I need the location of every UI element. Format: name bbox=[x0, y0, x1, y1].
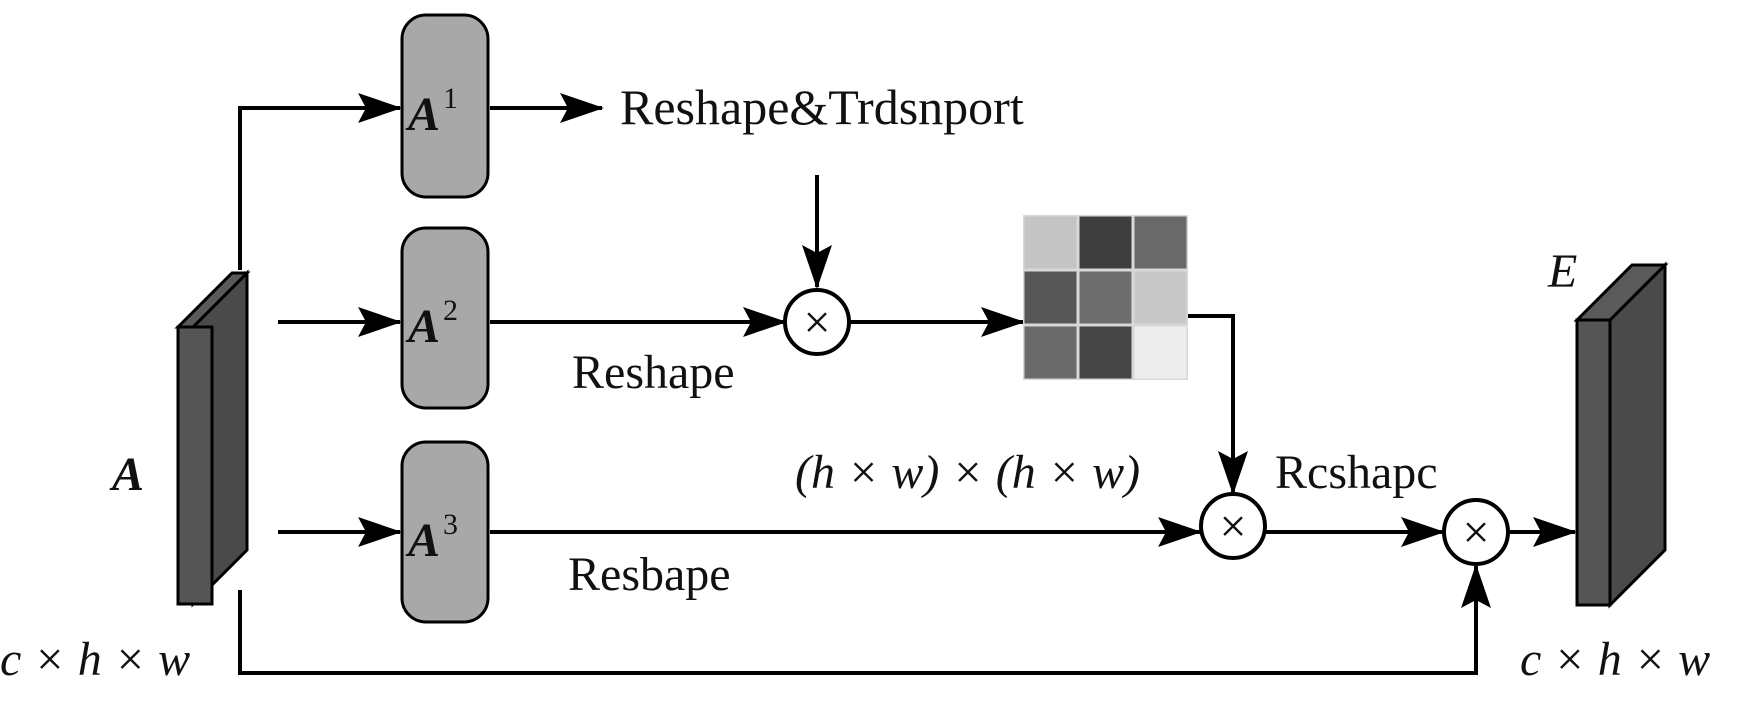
multiply-symbol-1: × bbox=[803, 296, 830, 349]
input-block-front bbox=[176, 325, 214, 606]
multiply-circle-3 bbox=[1442, 498, 1510, 566]
reshape-label-output: Rcshapc bbox=[1275, 446, 1438, 499]
branch-a2: A 2 bbox=[400, 226, 490, 410]
matrix-cell bbox=[1134, 271, 1187, 324]
multiply-symbol-2: × bbox=[1219, 500, 1246, 553]
branch-a3-box bbox=[400, 440, 490, 624]
attention-matrix bbox=[1023, 215, 1188, 380]
multiply-node-2: × bbox=[1199, 492, 1267, 560]
arrow-skip-connection bbox=[238, 564, 1491, 675]
multiply-circle-2 bbox=[1199, 492, 1267, 560]
branch-a1-sup: 1 bbox=[443, 82, 458, 115]
output-block-front bbox=[1575, 318, 1612, 607]
reshape-transport-label: Reshape&Trdsnport bbox=[620, 79, 1024, 135]
multiply-circle-1 bbox=[783, 288, 851, 356]
matrix-cell bbox=[1134, 216, 1187, 269]
branch-a1-box bbox=[400, 13, 490, 199]
branch-a3-base: A bbox=[405, 514, 440, 567]
multiply-symbol-3: × bbox=[1462, 506, 1489, 559]
reshape-label-a3: Resbape bbox=[568, 548, 731, 601]
arrow-a-to-a1 bbox=[238, 93, 402, 270]
matrix-cell bbox=[1024, 326, 1077, 379]
multiply-node-1: × bbox=[783, 288, 851, 356]
matrix-cell bbox=[1079, 326, 1132, 379]
branch-a1: A 1 bbox=[400, 13, 490, 199]
branch-a2-box bbox=[400, 226, 490, 410]
input-dims-label: c × h × w bbox=[0, 633, 190, 686]
output-tensor-block bbox=[1573, 261, 1669, 609]
matrix-cell bbox=[1079, 271, 1132, 324]
input-tensor-block bbox=[174, 269, 251, 608]
output-block-side bbox=[1608, 261, 1667, 609]
branch-a3: A 3 bbox=[400, 440, 490, 624]
branch-a2-sup: 2 bbox=[443, 294, 458, 327]
branch-a1-base: A bbox=[405, 88, 440, 141]
arrow-matrix-to-mult2 bbox=[1188, 314, 1248, 495]
matrix-cell bbox=[1024, 216, 1077, 269]
reshape-label-a2: Reshape bbox=[572, 346, 735, 399]
connections bbox=[238, 93, 1577, 675]
output-dims-label: c × h × w bbox=[1520, 633, 1710, 686]
input-label: A bbox=[109, 448, 144, 501]
attention-size-label: (h × w) × (h × w) bbox=[795, 446, 1140, 499]
multiply-node-3: × bbox=[1442, 498, 1510, 566]
matrix-cell bbox=[1079, 216, 1132, 269]
branch-a2-base: A bbox=[405, 300, 440, 353]
output-label: E bbox=[1547, 245, 1577, 298]
branch-a3-sup: 3 bbox=[443, 508, 458, 541]
matrix-cell bbox=[1024, 271, 1077, 324]
matrix-cell bbox=[1134, 326, 1187, 379]
